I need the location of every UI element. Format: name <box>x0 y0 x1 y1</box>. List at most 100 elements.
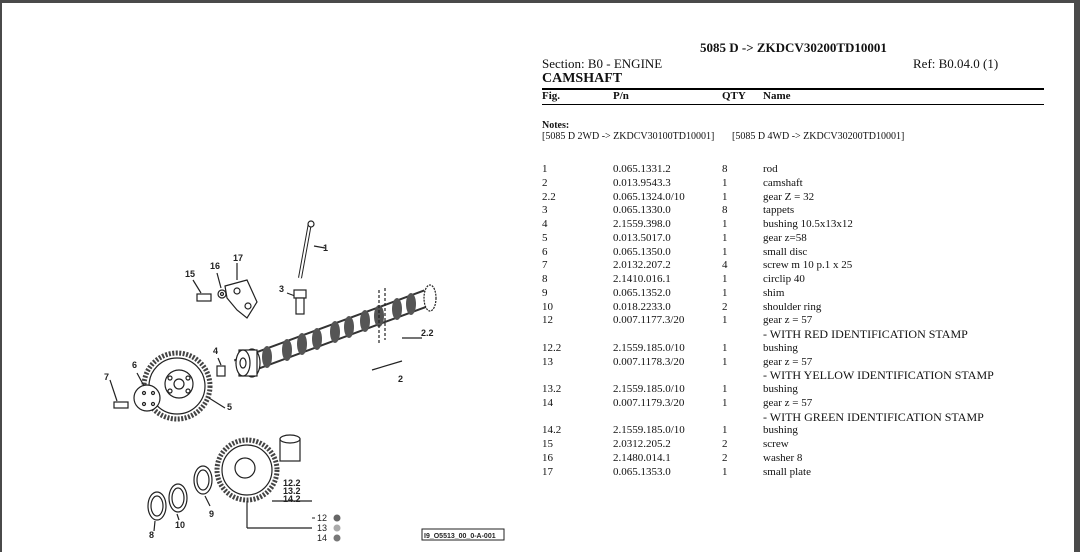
part-name-cell: gear Z = 32 <box>763 190 815 203</box>
part-fig-cell: 2.2 <box>542 190 556 203</box>
part-pn-cell: 2.1559.185.0/10 <box>613 424 685 437</box>
part-fig-cell: 13 <box>542 355 553 368</box>
callout-label: 8 <box>149 530 154 540</box>
rod-part <box>298 220 326 279</box>
column-header-fig: Fig. <box>542 90 561 102</box>
part-row: 2.2 0.065.1324.0/10 1 gear Z = 32 <box>542 191 1062 205</box>
part-pn-cell: 0.007.1177.3/20 <box>613 314 685 327</box>
part-qty-cell: 1 <box>722 286 728 299</box>
callout-label: 13.2 <box>283 486 301 496</box>
part-note-row: - WITH YELLOW IDENTIFICATION STAMP <box>542 368 1062 383</box>
legend-dot-light <box>333 524 341 532</box>
column-header-pn: P/n <box>613 90 629 102</box>
part-pn-cell: 2.1480.014.1 <box>613 451 671 464</box>
part-qty-cell: 1 <box>722 176 728 189</box>
part-qty-cell: 1 <box>722 190 728 203</box>
callout-label: 15 <box>185 269 195 279</box>
part-fig-cell: 1 <box>542 163 548 175</box>
part-pn-cell: 0.013.9543.3 <box>613 176 671 189</box>
part-pn-cell: 0.065.1330.0 <box>613 204 671 217</box>
part-name-cell: - WITH GREEN IDENTIFICATION STAMP <box>763 409 984 424</box>
legend-label: 12 <box>317 513 327 523</box>
callout-label: 2 <box>398 374 403 384</box>
part-qty-cell: 1 <box>722 424 728 437</box>
legend-dot-mid <box>333 534 341 542</box>
callout-label: 7 <box>104 372 109 382</box>
part-row: 14 0.007.1179.3/20 1 gear z = 57 <box>542 397 1062 411</box>
part-fig-cell: 10 <box>542 300 553 313</box>
part-name-cell: gear z=58 <box>763 231 807 244</box>
column-header-name: Name <box>763 90 791 102</box>
part-qty-cell: 1 <box>722 396 728 409</box>
callout-label: 10 <box>175 520 185 530</box>
part-pn-cell: 0.007.1179.3/20 <box>613 396 685 409</box>
parts-page: 5085 D -> ZKDCV30200TD10001 Section: B0 … <box>2 3 1074 552</box>
drawing-code-box <box>421 528 505 541</box>
callout-label: 12.2 <box>283 478 301 488</box>
part-pn-cell: 2.0132.207.2 <box>613 259 671 272</box>
part-pn-cell: 0.065.1324.0/10 <box>613 190 685 203</box>
header-rule-top <box>542 88 1044 90</box>
part-name-cell: - WITH RED IDENTIFICATION STAMP <box>763 327 968 341</box>
part-fig-cell: 3 <box>542 204 548 217</box>
part-note-row: - WITH GREEN IDENTIFICATION STAMP <box>542 409 1062 425</box>
part-row: 6 0.065.1350.0 1 small disc <box>542 246 1062 260</box>
rings-part <box>147 465 213 532</box>
note-item: [5085 D 4WD -> ZKDCV30200TD10001] <box>732 131 905 142</box>
part-fig-cell: 16 <box>542 451 553 464</box>
part-fig-cell: 6 <box>542 245 548 258</box>
part-name-cell: gear z = 57 <box>763 396 813 409</box>
header-rule-bottom <box>542 104 1044 105</box>
legend-label: 14 <box>317 533 327 543</box>
part-name-cell: rod <box>763 163 778 175</box>
screw-part <box>109 379 129 409</box>
part-fig-cell: 4 <box>542 218 548 230</box>
part-pn-cell: 2.1410.016.1 <box>613 273 671 285</box>
part-name-cell: tappets <box>763 204 795 217</box>
part-name-cell: circlip 40 <box>763 273 805 285</box>
gear-idler-part <box>214 434 312 529</box>
part-name-cell: small plate <box>763 465 811 478</box>
part-pn-cell: 0.018.2233.0 <box>613 300 671 313</box>
part-name-cell: shoulder ring <box>763 300 822 313</box>
callout-label: 17 <box>233 253 243 263</box>
camshaft-exploded-diagram: 1 2 2.2 3 4 5 6 7 8 9 10 15 16 17 12.2 1… <box>104 220 505 543</box>
legend-label: 13 <box>317 523 327 533</box>
part-fig-cell: 7 <box>542 259 548 272</box>
tappet-part <box>286 289 307 315</box>
part-fig-cell: 14 <box>542 396 553 409</box>
callout-label: 3 <box>279 284 284 294</box>
part-qty-cell: 1 <box>722 218 728 230</box>
callout-label: 2.2 <box>421 328 434 338</box>
part-pn-cell: 0.007.1178.3/20 <box>613 355 685 368</box>
part-qty-cell: 1 <box>722 231 728 244</box>
part-name-cell: screw <box>763 438 789 450</box>
part-name-cell: washer 8 <box>763 451 803 464</box>
part-name-cell: gear z = 57 <box>763 355 813 368</box>
part-qty-cell: 8 <box>722 204 728 217</box>
callout-label: 9 <box>209 509 214 519</box>
small-disc-part <box>133 372 161 412</box>
gear-large-part <box>141 350 226 422</box>
part-qty-cell: 1 <box>722 245 728 258</box>
part-pn-cell: 0.065.1350.0 <box>613 245 671 258</box>
part-pn-cell: 0.065.1352.0 <box>613 286 671 299</box>
part-pn-cell: 0.013.5017.0 <box>613 231 671 244</box>
part-name-cell: shim <box>763 286 785 299</box>
part-name-cell: small disc <box>763 245 808 258</box>
part-fig-cell: 2 <box>542 176 548 189</box>
callout-label: 5 <box>227 402 232 412</box>
